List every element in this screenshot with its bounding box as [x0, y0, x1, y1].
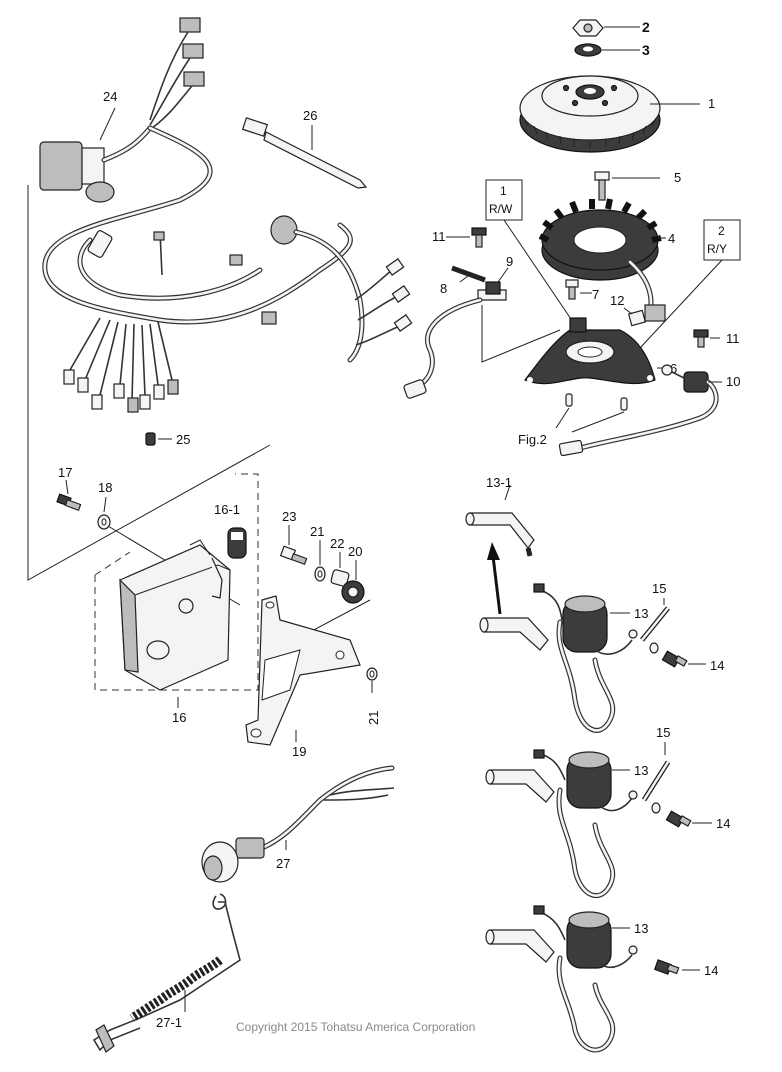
- copyright-text: Copyright 2015 Tohatsu America Corporati…: [236, 1020, 475, 1034]
- callout-22: 22: [330, 536, 344, 551]
- bolt-15: [641, 760, 671, 802]
- callout-16-1: 16-1: [214, 502, 240, 517]
- stator: [538, 198, 662, 321]
- mount-bracket: [245, 595, 361, 746]
- callout-2: 2: [642, 19, 650, 35]
- cdi-unit: [119, 539, 231, 691]
- callout-19: 19: [292, 744, 306, 759]
- wiring-harness: [39, 17, 413, 413]
- pulser-coil: [403, 265, 507, 399]
- harness-connector: [179, 17, 201, 33]
- bolt-11: [693, 329, 709, 348]
- callout-27: 27: [276, 856, 290, 871]
- washer-21: [366, 667, 378, 681]
- callout-12: 12: [610, 293, 624, 308]
- callout-14b: 14: [716, 816, 730, 831]
- lanyard-cord: [92, 893, 241, 1053]
- callout-27-1: 27-1: [156, 1015, 182, 1030]
- bolt-11: [471, 227, 487, 248]
- callout-13-1: 13-1: [486, 475, 512, 490]
- ignition-coil: [485, 905, 638, 1053]
- stator-base: [524, 317, 656, 411]
- callout-18: 18: [98, 480, 112, 495]
- bolt-7: [565, 279, 579, 300]
- plug-25: [145, 432, 156, 446]
- callout-1: 1: [708, 96, 715, 111]
- harness-connector: [182, 43, 204, 59]
- callout-24: 24: [103, 89, 117, 104]
- callout-15b: 15: [656, 725, 670, 740]
- washer-18: [97, 514, 111, 530]
- ignition-coil: [479, 583, 638, 733]
- callout-13c: 13: [634, 921, 648, 936]
- box1-code: R/W: [489, 202, 513, 216]
- callout-6: 6: [670, 361, 677, 376]
- callout-7: 7: [592, 287, 599, 302]
- callout-14a: 14: [710, 658, 724, 673]
- callout-25: 25: [176, 432, 190, 447]
- bolt-15: [640, 606, 670, 642]
- bolt-14: [649, 642, 688, 668]
- callout-21b: 21: [366, 711, 381, 725]
- nut: [572, 19, 604, 37]
- callout-26: 26: [303, 108, 317, 123]
- callout-9: 9: [506, 254, 513, 269]
- callout-10: 10: [726, 374, 740, 389]
- main-plug: [39, 141, 83, 191]
- harness-grommet: [85, 181, 115, 203]
- collar-22: [330, 569, 350, 587]
- bolt-5: [594, 171, 610, 201]
- bolt-14: [653, 959, 680, 975]
- cable-tie: [241, 117, 368, 189]
- wire-color-box-2: 2 R/Y: [703, 219, 741, 261]
- callout-8: 8: [440, 281, 447, 296]
- stop-switch: [201, 765, 395, 883]
- callout-4: 4: [668, 231, 675, 246]
- harness-boot: [270, 215, 298, 245]
- washer: [574, 43, 602, 57]
- bolt-23: [279, 545, 308, 565]
- callout-23: 23: [282, 509, 296, 524]
- callout-17: 17: [58, 465, 72, 480]
- callout-13a: 13: [634, 606, 648, 621]
- grommet-20: [341, 580, 365, 604]
- callout-3: 3: [642, 42, 650, 58]
- box2-code: R/Y: [707, 242, 727, 256]
- callout-16: 16: [172, 710, 186, 725]
- spark-plug-cap: [465, 512, 535, 557]
- box1-num: 1: [500, 184, 507, 198]
- callout-21a: 21: [310, 524, 324, 539]
- ignition-coil: [485, 749, 638, 899]
- washer-21: [314, 566, 326, 582]
- wire-color-box-1: 1 R/W: [485, 179, 523, 221]
- sensor-10: [558, 364, 719, 457]
- box2-num: 2: [718, 224, 725, 238]
- fig-ref: Fig.2: [518, 432, 547, 447]
- callout-5: 5: [674, 170, 681, 185]
- callout-13b: 13: [634, 763, 648, 778]
- connector-12: [627, 304, 666, 327]
- callout-11b: 11: [726, 331, 740, 346]
- flywheel: [519, 75, 661, 153]
- callout-20: 20: [348, 544, 362, 559]
- harness-connector: [183, 71, 205, 87]
- bolt-17: [56, 493, 82, 511]
- arrow: [487, 542, 502, 615]
- callout-11a: 11: [432, 229, 446, 244]
- callout-14c: 14: [704, 963, 718, 978]
- bolt-14: [651, 802, 692, 828]
- connector-16-1: [227, 527, 247, 559]
- callout-15a: 15: [652, 581, 666, 596]
